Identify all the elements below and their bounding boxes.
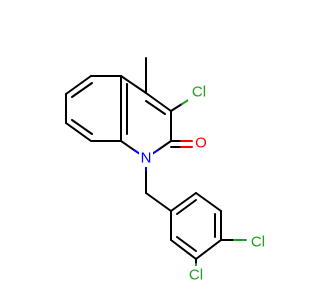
double-bond-c2p-c3p xyxy=(176,236,197,252)
molecule-structure: Cl O N Cl Cl xyxy=(65,57,269,284)
chlorine-atom-c3: Cl xyxy=(192,84,206,101)
double-bond-c6-c5 xyxy=(71,82,93,98)
nitrogen-atom: N xyxy=(141,150,152,167)
double-bond-c4-c3 xyxy=(145,100,166,115)
bond-c2-n1-black xyxy=(157,140,172,151)
chlorine-atom-para: Cl xyxy=(251,234,265,251)
atom-cl-meta-label: Cl xyxy=(185,266,207,284)
double-bond-c8-c7 xyxy=(71,119,93,135)
double-bond-c6p-c1p xyxy=(176,199,197,215)
bond-c6-c5 xyxy=(65,75,92,95)
bond-c8a-n1-black xyxy=(120,140,135,151)
oxygen-atom: O xyxy=(195,135,207,152)
bond-c6p-c1p xyxy=(170,192,197,212)
bond-c3p-c4p xyxy=(195,239,222,260)
bond-c4-c3 xyxy=(145,92,172,112)
atom-cl3-label: Cl xyxy=(188,83,210,101)
atom-n-label: N xyxy=(139,149,153,167)
atom-o-label: O xyxy=(193,134,209,152)
benzo-ring xyxy=(65,75,122,142)
atom-cl-para-label: Cl xyxy=(247,233,269,251)
bond-ch2-c1p xyxy=(145,192,172,212)
bond-c3-cl-black xyxy=(170,103,183,112)
bond-c8-c7 xyxy=(65,122,92,142)
bond-c5p-c6p xyxy=(195,192,222,212)
dichlorophenyl-ring xyxy=(145,192,222,260)
bond-c4a-c4 xyxy=(120,75,147,94)
bond-c2p-c3p xyxy=(170,239,197,260)
chlorine-atom-meta: Cl xyxy=(189,267,203,284)
